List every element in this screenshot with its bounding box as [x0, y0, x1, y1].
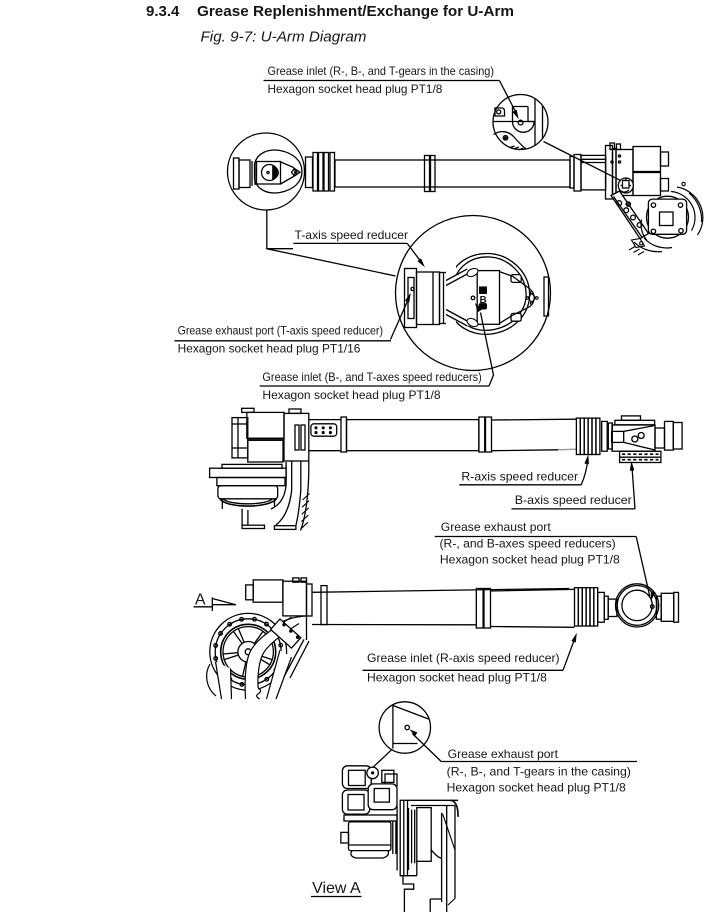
svg-text:Hexagon socket head plug PT1/8: Hexagon socket head plug PT1/8: [447, 780, 626, 794]
svg-text:Grease inlet (B-, and T-axes s: Grease inlet (B-, and T-axes speed reduc…: [262, 370, 481, 384]
svg-text:B-axis speed reducer: B-axis speed reducer: [515, 493, 632, 507]
svg-text:Hexagon socket head plug PT1/1: Hexagon socket head plug PT1/16: [178, 342, 361, 356]
svg-text:Hexagon socket head plug PT1/8: Hexagon socket head plug PT1/8: [262, 388, 441, 402]
svg-text:Grease Replenishment/Exchange: Grease Replenishment/Exchange for U-Arm: [197, 3, 514, 20]
svg-text:Grease inlet (R-axis speed red: Grease inlet (R-axis speed reducer): [367, 651, 560, 665]
svg-text:View A: View A: [312, 880, 361, 897]
svg-text:9.3.4: 9.3.4: [146, 3, 180, 20]
svg-text:(R-, B-, and T-gears in the ca: (R-, B-, and T-gears in the casing): [447, 765, 631, 779]
svg-text:(R-, and B-axes speed reducers: (R-, and B-axes speed reducers): [440, 537, 616, 551]
svg-text:Grease exhaust port (T-axis sp: Grease exhaust port (T-axis speed reduce…: [178, 324, 383, 338]
svg-text:R-axis speed reducer: R-axis speed reducer: [461, 470, 578, 484]
svg-text:Fig. 9-7: U-Arm Diagram: Fig. 9-7: U-Arm Diagram: [201, 29, 367, 46]
svg-text:Grease exhaust port: Grease exhaust port: [441, 520, 552, 534]
svg-text:B: B: [480, 295, 487, 306]
svg-text:Grease exhaust port: Grease exhaust port: [448, 747, 559, 761]
svg-text:Hexagon socket head plug PT1/8: Hexagon socket head plug PT1/8: [440, 552, 620, 566]
svg-text:T-axis speed reducer: T-axis speed reducer: [295, 228, 409, 242]
svg-text:Hexagon socket head plug PT1/8: Hexagon socket head plug PT1/8: [268, 82, 443, 96]
svg-text:Hexagon socket head plug PT1/8: Hexagon socket head plug PT1/8: [367, 670, 547, 684]
svg-text:A: A: [195, 591, 206, 608]
svg-text:Grease inlet (R-, B-, and T-ge: Grease inlet (R-, B-, and T-gears in the…: [268, 64, 495, 78]
